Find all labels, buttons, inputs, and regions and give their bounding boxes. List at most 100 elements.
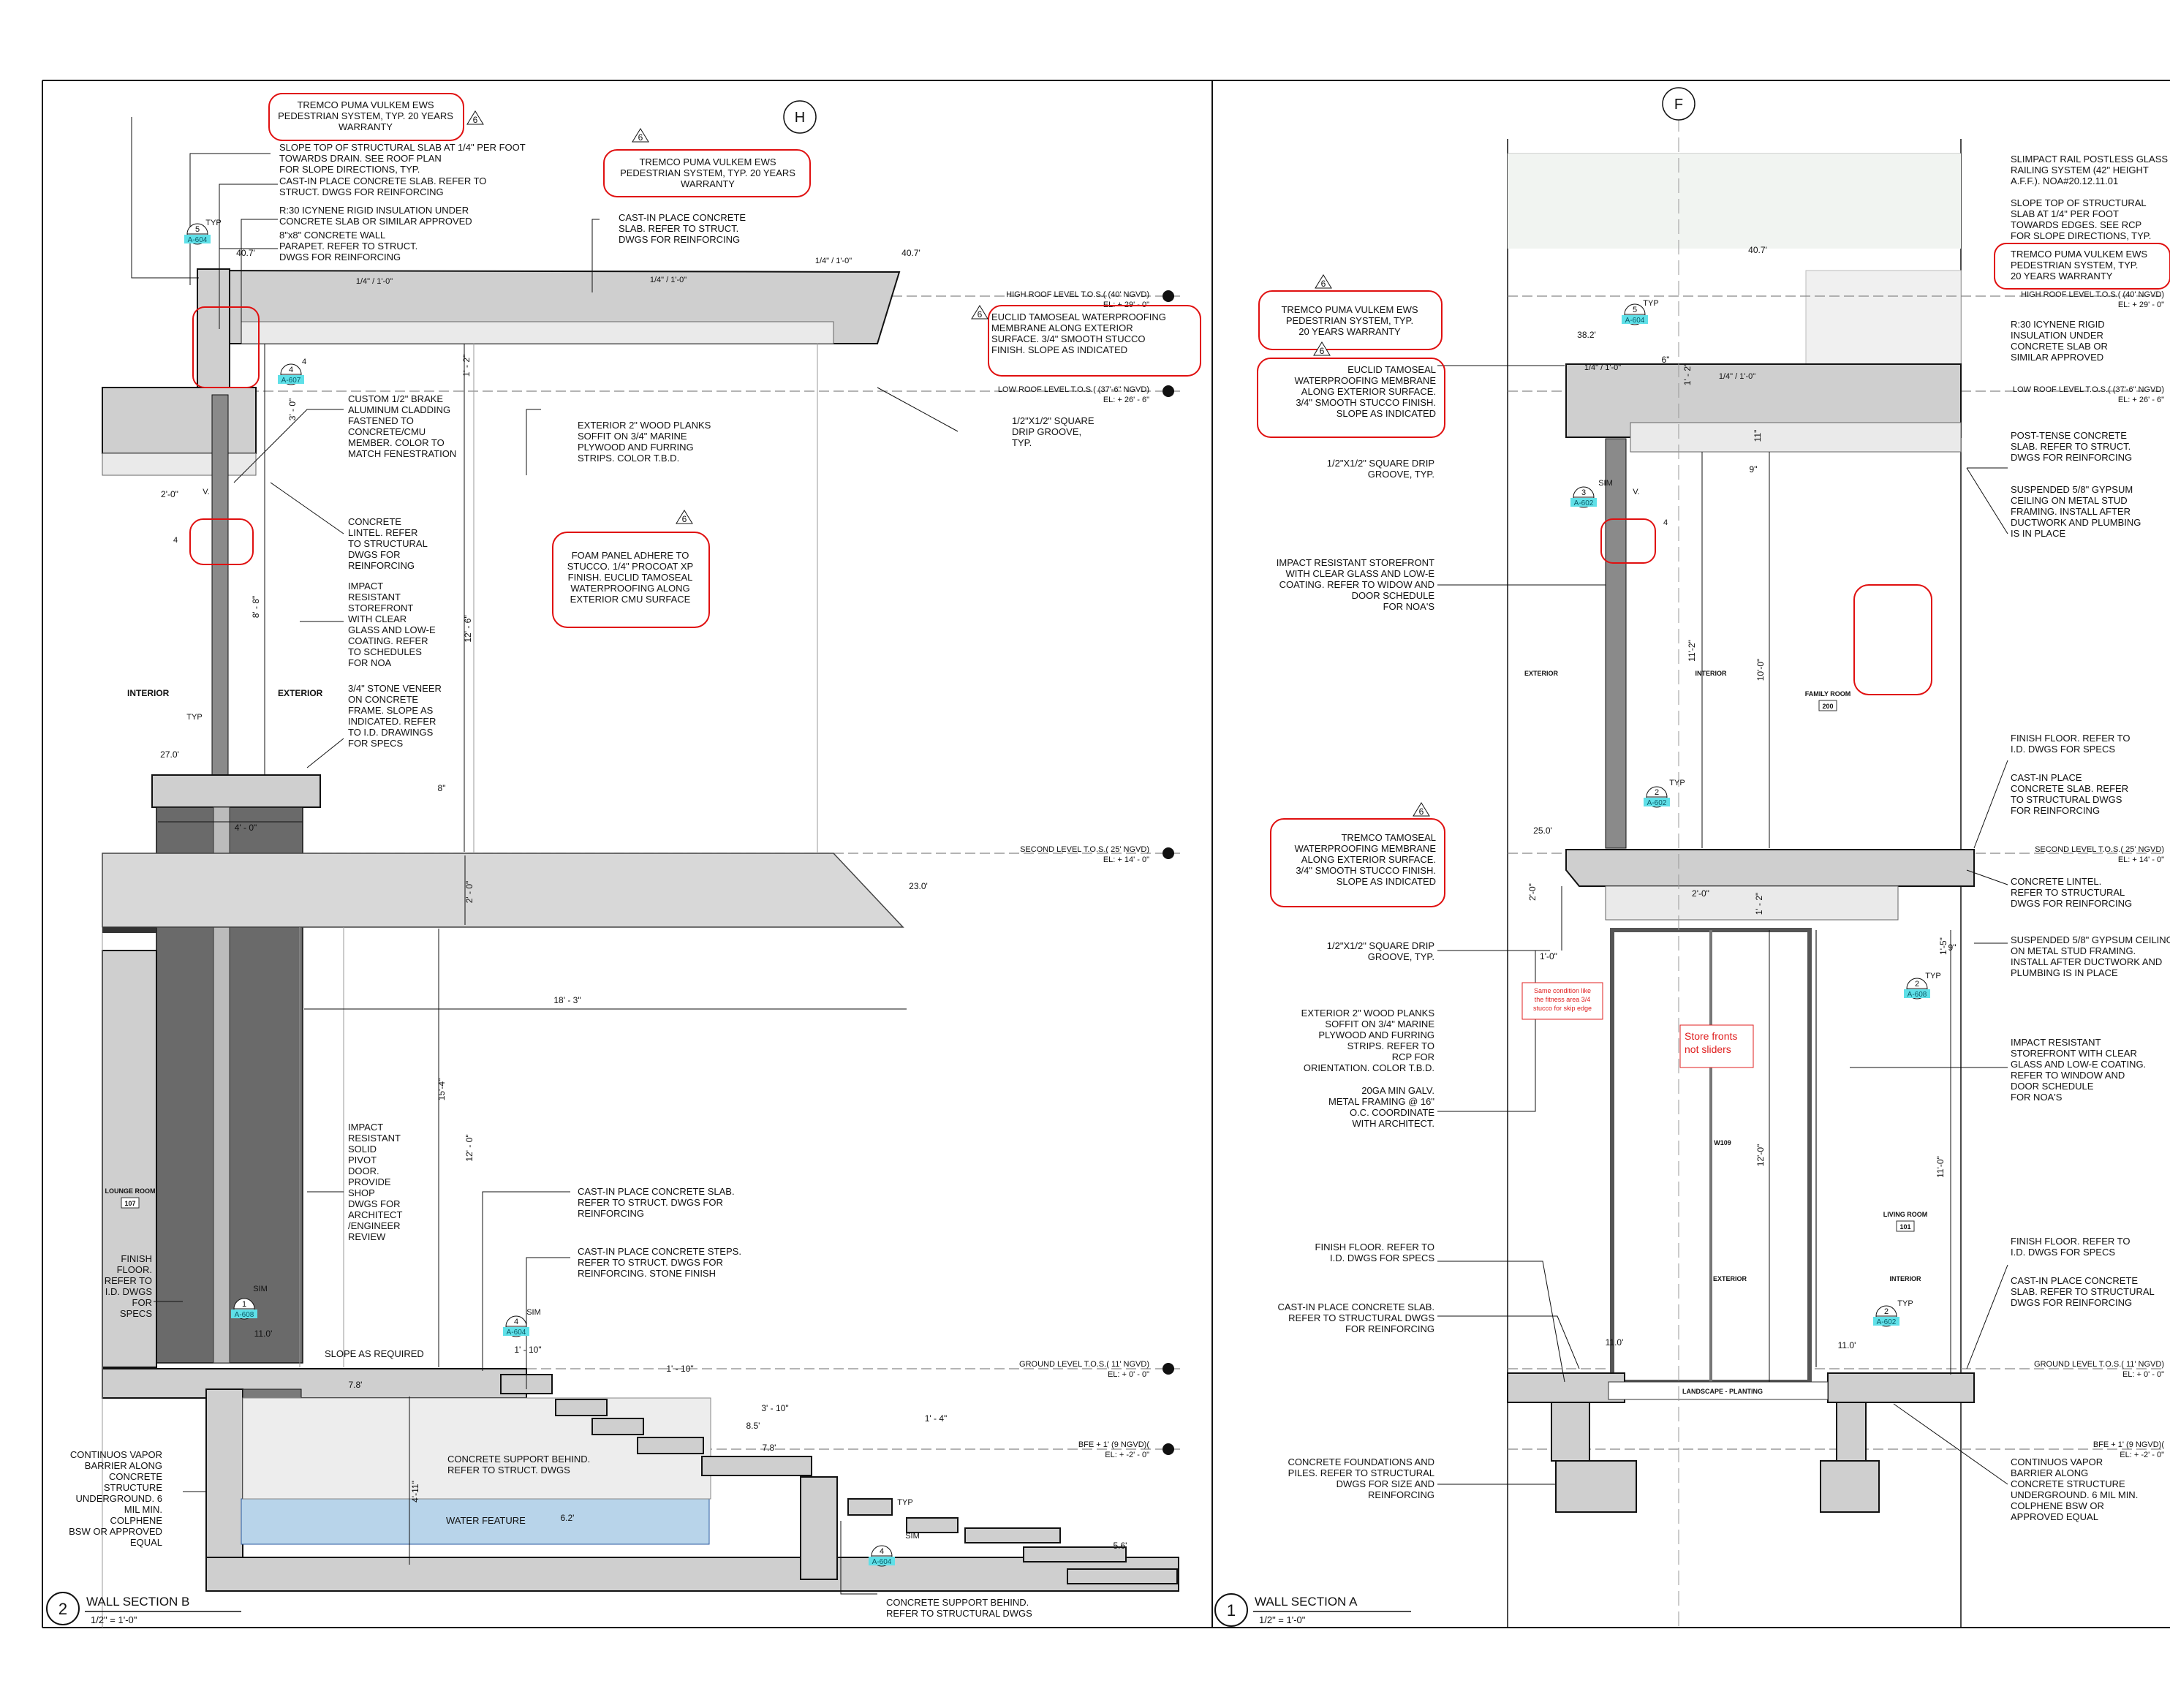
annotation-note: SLOPE AS REQUIRED (325, 1348, 424, 1359)
section-ref-number: 4 (880, 1547, 884, 1556)
section-ref-sheet: A-604 (1625, 317, 1645, 325)
dimension-text: 6.2' (561, 1513, 575, 1523)
small-label: TYP (1669, 779, 1685, 787)
revision-tag: 6 (473, 115, 478, 125)
dimension-text: 38.2' (1577, 330, 1596, 340)
svg-text:SECOND LEVEL T.O.S.( 25' NGVD): SECOND LEVEL T.O.S.( 25' NGVD) (2035, 845, 2164, 854)
dimension-text: 1/4" / 1'-0" (1719, 372, 1755, 381)
dimension-text: 11'-2" (1687, 640, 1697, 662)
dimension-text: 9" (1948, 942, 1957, 953)
svg-text:GROUND LEVEL T.O.S.( 11' NGVD): GROUND LEVEL T.O.S.( 11' NGVD) (2034, 1360, 2164, 1369)
annotation-note: CONCRETE SUPPORT BEHIND.REFER TO STRUCTU… (886, 1597, 1032, 1619)
dimension-text: 25.0' (1533, 825, 1552, 836)
small-label: SIM (526, 1308, 541, 1317)
room-interior-a: INTERIOR (1695, 670, 1727, 677)
section-ref-sheet: A-607 (281, 377, 301, 385)
door-tag-w109: W109 (1714, 1139, 1731, 1146)
grid-bubble-h: H (795, 110, 805, 126)
room-interior-label: INTERIOR (127, 688, 170, 698)
dimension-text: 4' - 0" (235, 823, 257, 833)
dimension-text: 1' - 4" (925, 1413, 948, 1424)
svg-text:BFE + 1' (9 NGVD)(: BFE + 1' (9 NGVD)( (2093, 1440, 2164, 1449)
section-refs-a: 5A-6043A-6022A-6022A-6082A-602TYPSIMTYPT… (1570, 299, 1941, 1327)
dimension-text: 1/4" / 1'-0" (356, 277, 393, 286)
svg-text:EL: + 0' - 0": EL: + 0' - 0" (1108, 1370, 1149, 1379)
dimension-text: 11" (1753, 430, 1763, 442)
dimension-text: 40.7' (901, 248, 920, 258)
svg-text:BFE + 1' (9 NGVD)(: BFE + 1' (9 NGVD)( (1078, 1440, 1149, 1449)
small-label: TYP (897, 1498, 912, 1507)
svg-text:GROUND LEVEL T.O.S.( 11' NGVD): GROUND LEVEL T.O.S.( 11' NGVD) (1019, 1360, 1149, 1369)
revision-delta-icon (971, 305, 988, 320)
small-label: V. (1633, 488, 1639, 496)
svg-text:EL: + 14' - 0": EL: + 14' - 0" (1103, 855, 1149, 864)
dimensions-a: 40.7'38.2'25.0'11.0'11.0'1' - 2"11"11'-2… (1527, 245, 1956, 1350)
revision-tag: 6 (1419, 806, 1424, 817)
small-label: SIM (253, 1285, 268, 1293)
revision-delta-icon (1315, 274, 1332, 289)
dimension-text: 3' - 10" (761, 1403, 788, 1413)
dimension-text: 40.7' (236, 248, 255, 258)
dimension-text: 7.8' (763, 1443, 776, 1453)
dimension-text: 2' - 0" (464, 881, 475, 904)
section-ref-sheet: A-602 (1647, 799, 1667, 807)
revision-delta-icon (632, 128, 649, 143)
dimension-text: 7.8' (349, 1380, 363, 1390)
wall-section-b: H HIGH ROOF LEVEL T.O.S.( (40' NGVD) EL:… (46, 93, 1201, 1628)
annotation-note: SLOPE TOP OF STRUCTURAL SLAB AT 1/4" PER… (279, 142, 526, 175)
section-b-title: WALL SECTION B (86, 1595, 189, 1609)
svg-text:HIGH ROOF LEVEL T.O.S.( (40' N: HIGH ROOF LEVEL T.O.S.( (40' NGVD) (2021, 290, 2164, 299)
svg-text:HIGH ROOF LEVEL T.O.S.( (40' N: HIGH ROOF LEVEL T.O.S.( (40' NGVD) (1006, 290, 1149, 299)
room-exterior-label: EXTERIOR (278, 688, 323, 698)
water-feature-label: WATER FEATURE (446, 1515, 526, 1526)
grid-bubble-f: F (1674, 97, 1683, 113)
dimension-text: 12'-0" (1755, 1144, 1766, 1167)
section-ref-number: 5 (1633, 306, 1637, 314)
dimension-text: 9" (1750, 464, 1758, 475)
section-ref-sheet: A-604 (872, 1558, 892, 1566)
notes-b: SLOPE TOP OF STRUCTURAL SLAB AT 1/4" PER… (69, 142, 1095, 1619)
dimension-text: 40.7' (1748, 245, 1767, 255)
dimension-text: 1/4" / 1'-0" (650, 276, 687, 284)
dimension-text: 2'-0" (1527, 883, 1538, 901)
revision-tag: 6 (638, 132, 643, 143)
annotation-note: CAST-IN PLACE CONCRETE SLAB.REFER TO STR… (1277, 1301, 1434, 1334)
room-exterior-a: EXTERIOR (1524, 670, 1559, 677)
svg-text:EL: + -2' - 0": EL: + -2' - 0" (1105, 1451, 1149, 1459)
small-label: 4 (1663, 518, 1668, 527)
section-ref-number: 2 (1915, 980, 1919, 989)
revision-tag: 6 (978, 309, 983, 320)
section-ref-sheet: A-604 (507, 1329, 526, 1337)
revision-delta-icon (676, 510, 693, 524)
section-ref-number: 4 (289, 366, 293, 374)
section-b-scale: 1/2" = 1'-0" (91, 1614, 137, 1625)
dimension-text: 8.5' (746, 1421, 760, 1431)
small-label: SIM (1598, 479, 1613, 488)
small-label: TYP (1925, 972, 1940, 980)
revision-tag: 6 (682, 514, 687, 524)
room-living-number: 101 (1899, 1223, 1910, 1231)
dimension-text: 12' - 6" (463, 615, 473, 642)
annotation-note: CAST-IN PLACE CONCRETE STEPS.REFER TO ST… (578, 1246, 741, 1279)
room-living: LIVING ROOM (1883, 1211, 1928, 1218)
dimension-text: 23.0' (909, 881, 928, 891)
